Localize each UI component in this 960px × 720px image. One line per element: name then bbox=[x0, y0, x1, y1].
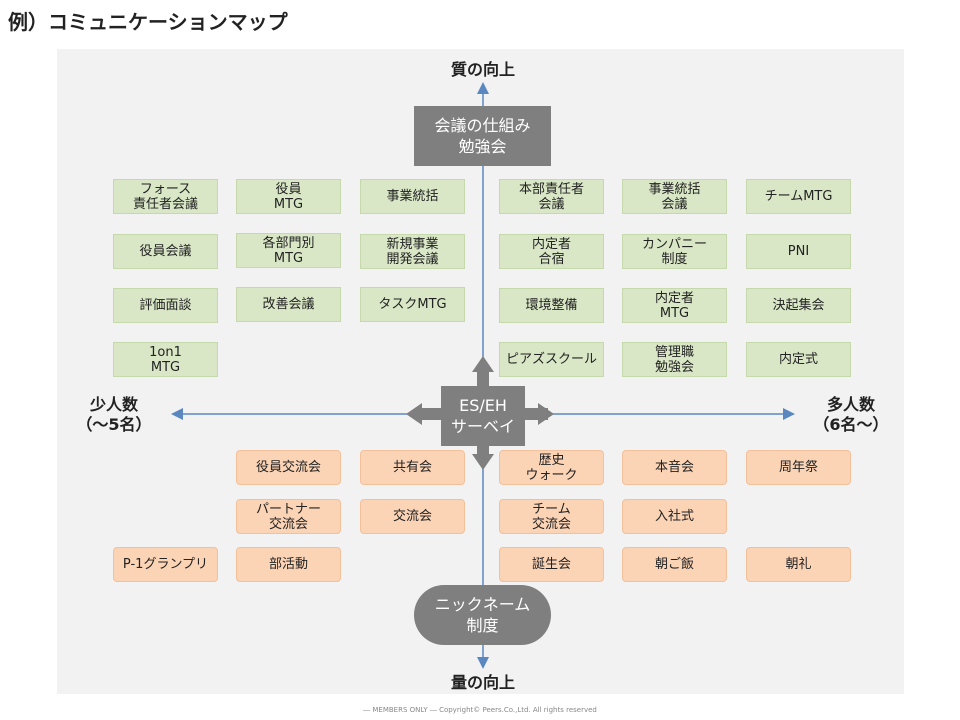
orange-item: 朝礼 bbox=[746, 547, 851, 582]
green-item: 1on1 MTG bbox=[113, 342, 218, 377]
green-item: 役員 MTG bbox=[236, 179, 341, 214]
green-item: 事業統括 bbox=[360, 179, 465, 214]
green-item: PNI bbox=[746, 234, 851, 269]
center-box-survey: ES/EH サーベイ bbox=[441, 386, 525, 446]
orange-item: 歴史 ウォーク bbox=[499, 450, 604, 485]
orange-item: 本音会 bbox=[622, 450, 727, 485]
axis-label-top: 質の向上 bbox=[450, 60, 515, 79]
orange-item: 部活動 bbox=[236, 547, 341, 582]
footer-copyright: ― MEMBERS ONLY ― Copyright© Peers.Co.,Lt… bbox=[363, 706, 597, 714]
green-item: 内定者 MTG bbox=[622, 288, 727, 323]
green-item: 決起集会 bbox=[746, 288, 851, 323]
orange-item: 周年祭 bbox=[746, 450, 851, 485]
orange-item: 朝ご飯 bbox=[622, 547, 727, 582]
green-item: 事業統括 会議 bbox=[622, 179, 727, 214]
axis-label-bottom: 量の向上 bbox=[450, 673, 515, 692]
orange-item: 誕生会 bbox=[499, 547, 604, 582]
green-item: 内定式 bbox=[746, 342, 851, 377]
orange-item: 入社式 bbox=[622, 499, 727, 534]
green-item: カンパニー 制度 bbox=[622, 234, 727, 269]
axis-label-right: 多人数 （6名～） bbox=[813, 395, 889, 434]
green-item: フォース 責任者会議 bbox=[113, 179, 218, 214]
green-item: ピアズスクール bbox=[499, 342, 604, 377]
bottom-box-nickname: ニックネーム 制度 bbox=[414, 585, 551, 645]
green-item: 本部責任者 会議 bbox=[499, 179, 604, 214]
top-box-meeting-system: 会議の仕組み 勉強会 bbox=[414, 106, 551, 166]
green-item: 評価面談 bbox=[113, 288, 218, 323]
green-item: 環境整備 bbox=[499, 288, 604, 323]
orange-item: 共有会 bbox=[360, 450, 465, 485]
green-item: 役員会議 bbox=[113, 234, 218, 269]
axis-label-left: 少人数 （～5名） bbox=[76, 395, 152, 434]
orange-item: チーム 交流会 bbox=[499, 499, 604, 534]
page-title: 例）コミュニケーションマップ bbox=[8, 10, 288, 34]
green-item: タスクMTG bbox=[360, 287, 465, 322]
orange-item: 役員交流会 bbox=[236, 450, 341, 485]
green-item: チームMTG bbox=[746, 179, 851, 214]
orange-item: 交流会 bbox=[360, 499, 465, 534]
orange-item: パートナー 交流会 bbox=[236, 499, 341, 534]
green-item: 改善会議 bbox=[236, 287, 341, 322]
green-item: 新規事業 開発会議 bbox=[360, 234, 465, 269]
orange-item: P-1グランプリ bbox=[113, 547, 218, 582]
green-item: 内定者 合宿 bbox=[499, 234, 604, 269]
green-item: 各部門別 MTG bbox=[236, 233, 341, 268]
green-item: 管理職 勉強会 bbox=[622, 342, 727, 377]
